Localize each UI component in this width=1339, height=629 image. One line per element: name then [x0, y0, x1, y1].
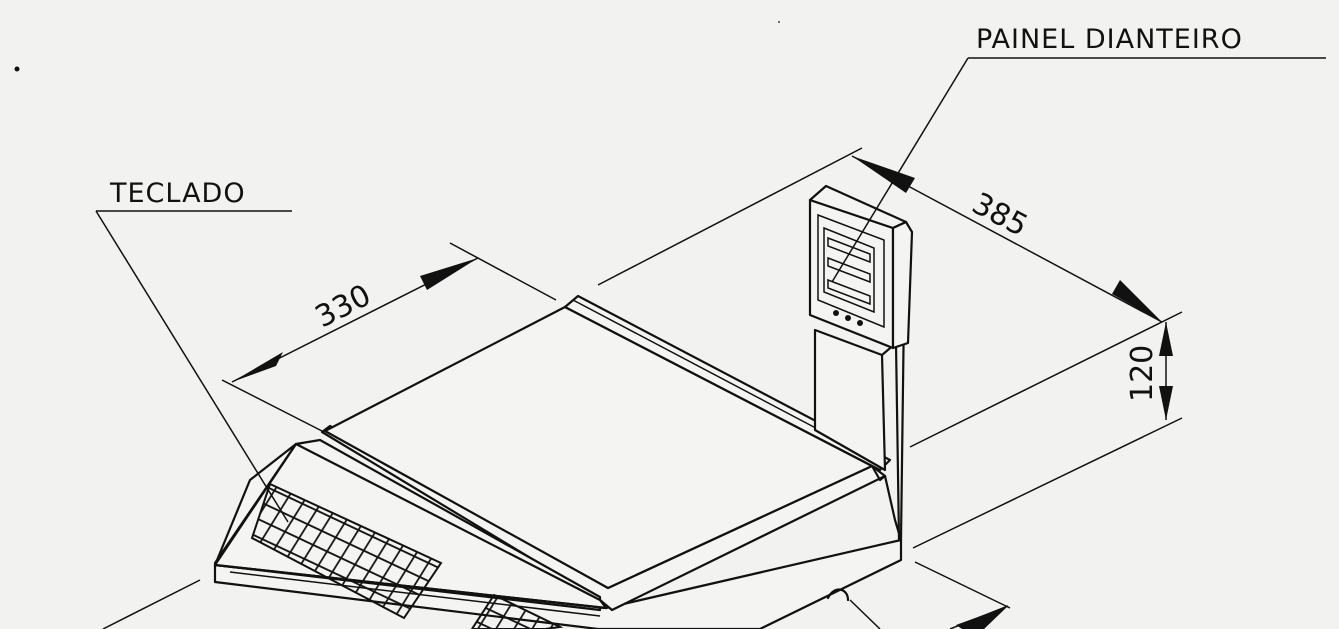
- dimension-lower-partial: [102, 561, 1011, 629]
- dimension-height-label: 120: [1125, 345, 1160, 402]
- display-tower: [808, 184, 914, 542]
- stray-dot: [14, 66, 20, 72]
- keyboard-keys-main: [250, 482, 443, 620]
- front-panel-label: PAINEL DIANTEIRO: [976, 24, 1243, 55]
- keyboard-label: TECLADO: [109, 178, 246, 209]
- dimension-height: 120: [909, 311, 1183, 549]
- stray-dot-2: [778, 21, 780, 23]
- keyboard-keys-secondary: [470, 593, 564, 629]
- callout-front-panel: PAINEL DIANTEIRO: [831, 24, 1326, 283]
- callout-keyboard: TECLADO: [95, 178, 292, 523]
